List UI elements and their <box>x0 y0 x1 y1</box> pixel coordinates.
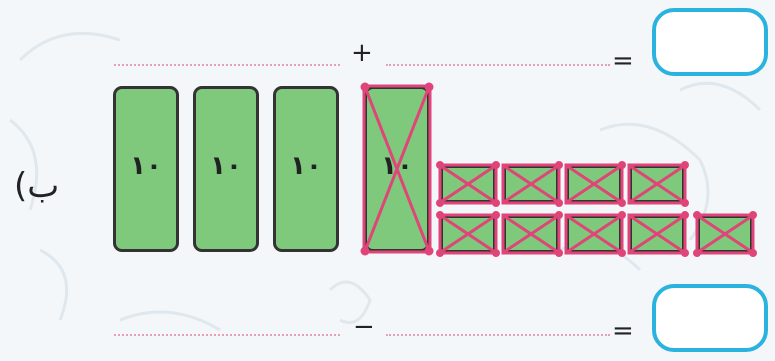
exercise-label: (ب <box>14 166 60 206</box>
bottom-equals-sign: = <box>612 316 634 346</box>
ten-block-1: ۱۰ <box>113 86 179 252</box>
bottom-answer-box[interactable] <box>652 284 768 352</box>
ten-block-label: ۱۰ <box>130 151 162 181</box>
ten-block-4-cross-mark <box>360 82 434 256</box>
ten-block-label: ۱۰ <box>290 151 322 181</box>
ten-block-3: ۱۰ <box>273 86 339 252</box>
minus-sign: − <box>353 312 375 342</box>
top-first-operand-line[interactable] <box>114 64 340 66</box>
plus-sign: + <box>351 38 373 68</box>
top-answer-box[interactable] <box>652 8 768 76</box>
bottom-first-operand-line[interactable] <box>114 334 340 336</box>
top-equals-sign: = <box>612 46 634 76</box>
ten-block-2: ۱۰ <box>193 86 259 252</box>
bottom-second-operand-line[interactable] <box>386 334 610 336</box>
ten-block-label: ۱۰ <box>210 151 242 181</box>
top-second-operand-line[interactable] <box>386 64 610 66</box>
